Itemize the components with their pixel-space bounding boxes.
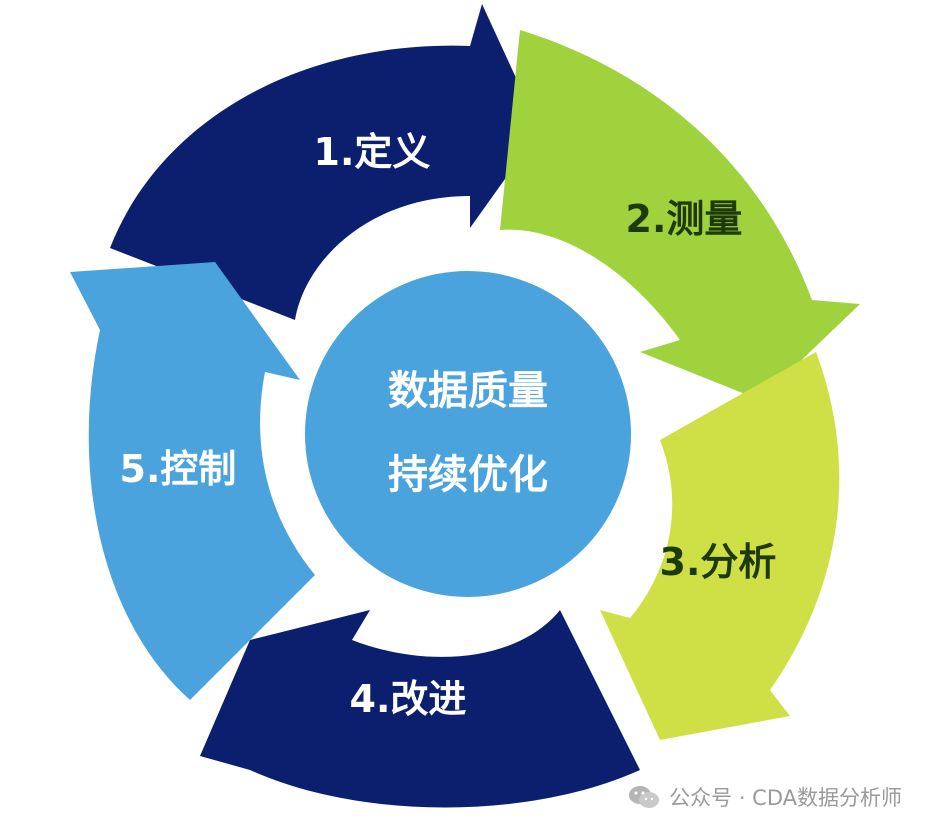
segment-analyze <box>600 352 840 740</box>
step-label-measure: 2.测量 <box>626 197 743 241</box>
step-label-analyze: 3.分析 <box>660 540 777 584</box>
watermark-text: 公众号 · CDA数据分析师 <box>669 786 902 810</box>
center-circle <box>291 257 645 611</box>
segment-improve <box>200 610 640 808</box>
segment-define <box>110 4 540 320</box>
center-label-line2: 持续优化 <box>388 452 548 498</box>
watermark: 公众号 · CDA数据分析师 <box>627 782 902 812</box>
segment-control <box>70 262 315 700</box>
center-label-line1: 数据质量 <box>388 368 548 414</box>
segment-measure <box>500 30 860 400</box>
wechat-icon <box>629 786 660 808</box>
step-label-control: 5.控制 <box>120 447 237 491</box>
step-label-define: 1.定义 <box>314 130 431 174</box>
step-label-improve: 4.改进 <box>350 677 467 721</box>
